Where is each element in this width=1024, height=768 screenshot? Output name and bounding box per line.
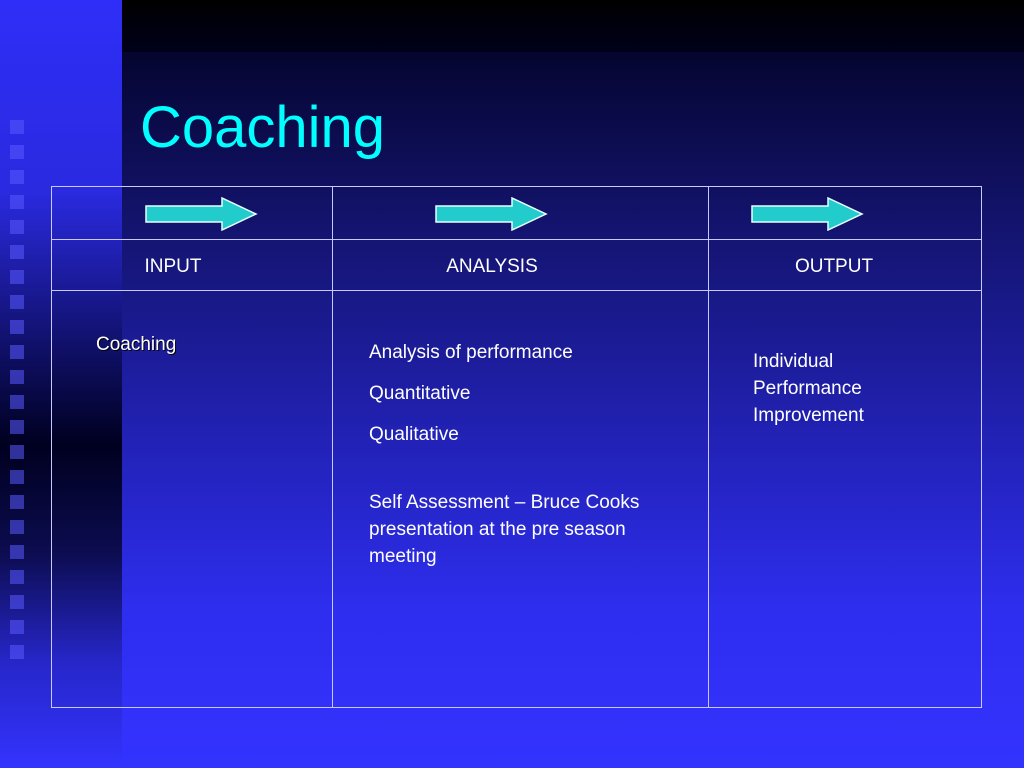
analysis-content: Analysis of performance Quantitative Qua… [369, 339, 649, 584]
column-divider [708, 187, 709, 707]
analysis-item: Qualitative [369, 424, 459, 445]
column-divider [332, 187, 333, 707]
header-input: INPUT [144, 256, 202, 277]
left-decorative-strip [0, 0, 122, 768]
right-arrow-icon [751, 197, 864, 231]
slide-title: Coaching [140, 95, 386, 160]
top-band [122, 0, 1024, 52]
coaching-table: INPUT ANALYSIS OUTPUT Coaching Analysis … [51, 186, 982, 708]
output-line: Individual [753, 351, 834, 372]
analysis-item: Quantitative [369, 383, 471, 404]
output-content: Individual Performance Improvement [753, 348, 953, 429]
row-divider [52, 290, 981, 291]
right-arrow-icon [145, 197, 258, 231]
analysis-item: Analysis of performance [369, 342, 573, 363]
input-content: Coaching [96, 334, 177, 355]
output-line: Performance [753, 378, 862, 399]
row-divider [52, 239, 981, 240]
header-output: OUTPUT [794, 256, 874, 277]
analysis-item: Self Assessment – Bruce Cooks presentati… [369, 492, 640, 567]
decorative-squares [7, 120, 27, 680]
output-line: Improvement [753, 405, 864, 426]
header-analysis: ANALYSIS [446, 256, 538, 277]
right-arrow-icon [435, 197, 548, 231]
